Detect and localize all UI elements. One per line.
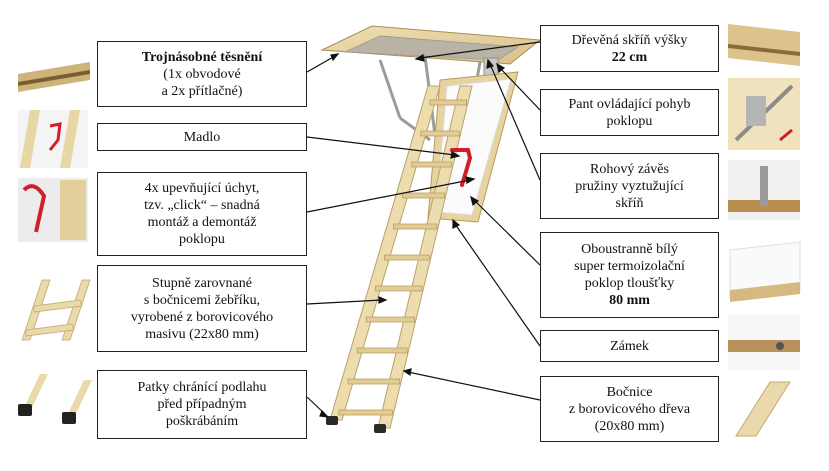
label-lock-line1: Zámek bbox=[610, 338, 649, 354]
label-lid: Oboustranně bílý super termoizolační pok… bbox=[540, 232, 719, 318]
label-lid-line4: 80 mm bbox=[609, 293, 650, 308]
label-clips-line2: tzv. „click“ – snadná bbox=[144, 198, 260, 213]
thumb-hinge-detail bbox=[728, 78, 800, 150]
ladder-rung bbox=[393, 223, 438, 230]
label-lid-line3: poklop tloušťky bbox=[584, 276, 675, 291]
ladder-rung bbox=[420, 130, 460, 137]
ladder-rung bbox=[356, 347, 408, 354]
label-corner: Rohový závěs pružiny vyztužující skříň bbox=[540, 153, 719, 219]
label-frame: Dřevěná skříň výšky 22 cm bbox=[540, 25, 719, 72]
label-corner-line2: pružiny vyztužující bbox=[575, 178, 684, 194]
hatch-frame bbox=[320, 25, 542, 65]
label-triple-seal-line1: Trojnásobné těsnění bbox=[141, 49, 263, 65]
thumb-stile-detail bbox=[735, 381, 791, 437]
label-lid-line2: super termoizolační bbox=[574, 259, 685, 274]
label-triple-seal: Trojnásobné těsnění (1x obvodové a 2x př… bbox=[97, 41, 307, 107]
ladder-feet bbox=[326, 416, 386, 433]
label-feet-line2: před případným bbox=[157, 397, 247, 412]
ladder-rung bbox=[384, 254, 430, 261]
label-steps-line2: s bočnicemi žebříku, bbox=[143, 292, 261, 308]
label-steps-line3: vyrobené z borovicového bbox=[130, 309, 274, 325]
leader-lines bbox=[306, 41, 541, 418]
label-stiles-line2: z borovicového dřeva bbox=[568, 401, 691, 417]
label-feet-line3: poškrábáním bbox=[165, 414, 239, 429]
thumb-lid-detail bbox=[729, 241, 801, 302]
label-steps: Stupně zarovnané s bočnicemi žebříku, vy… bbox=[97, 265, 307, 352]
label-corner-line3: skříň bbox=[615, 195, 644, 211]
label-stiles-line3: (20x80 mm) bbox=[594, 418, 665, 434]
ladder-rung bbox=[347, 378, 401, 385]
label-stiles-line1: Bočnice bbox=[606, 384, 653, 400]
label-feet-line1: Patky chránící podlahu bbox=[137, 380, 267, 395]
ladder-rung bbox=[365, 316, 415, 323]
label-clips-line1: 4x upevňující úchyt, bbox=[144, 181, 260, 196]
ladder-rung bbox=[338, 409, 393, 416]
red-handle bbox=[450, 148, 473, 187]
label-clips-line4: poklopu bbox=[179, 232, 225, 247]
ladder-rung bbox=[374, 285, 423, 292]
label-steps-line4: masivu (22x80 mm) bbox=[145, 326, 259, 342]
thumb-frame-detail bbox=[728, 24, 800, 66]
thumb-feet-detail bbox=[18, 374, 92, 424]
label-clips: 4x upevňující úchyt, tzv. „click“ – snad… bbox=[97, 172, 307, 256]
ladder-rungs bbox=[338, 99, 467, 416]
right-thumbnails bbox=[728, 24, 801, 437]
label-frame-line2: 22 cm bbox=[611, 49, 648, 65]
ladder-rung bbox=[411, 161, 453, 168]
label-lock: Zámek bbox=[540, 330, 719, 362]
thumb-lock-detail bbox=[728, 314, 800, 370]
label-frame-line1: Dřevěná skříň výšky bbox=[571, 32, 688, 48]
thumb-handle-detail bbox=[18, 110, 88, 168]
thumb-corner-detail bbox=[728, 160, 800, 220]
ladder-rung bbox=[429, 99, 467, 106]
label-corner-line1: Rohový závěs bbox=[590, 161, 669, 177]
label-triple-seal-line2: (1x obvodové bbox=[163, 66, 241, 82]
label-hinge-line2: poklopu bbox=[606, 113, 653, 129]
label-steps-line1: Stupně zarovnané bbox=[152, 275, 252, 291]
label-feet: Patky chránící podlahu před případným po… bbox=[97, 370, 307, 439]
label-handle-line1: Madlo bbox=[183, 129, 221, 145]
thumb-clip-detail bbox=[18, 178, 88, 242]
ladder-rung bbox=[402, 192, 445, 199]
label-hinge: Pant ovládající pohyb poklopu bbox=[540, 89, 719, 136]
label-triple-seal-line3: a 2x přítlačné) bbox=[161, 83, 243, 99]
label-hinge-line1: Pant ovládající pohyb bbox=[568, 96, 691, 112]
label-stiles: Bočnice z borovicového dřeva (20x80 mm) bbox=[540, 376, 719, 442]
left-thumbnails bbox=[18, 62, 92, 424]
thumb-steps-detail bbox=[21, 279, 91, 341]
label-lid-line1: Oboustranně bílý bbox=[581, 242, 678, 257]
label-handle: Madlo bbox=[97, 123, 307, 151]
label-clips-line3: montáž a demontáž bbox=[147, 215, 257, 230]
thumb-seal-detail bbox=[18, 62, 90, 92]
